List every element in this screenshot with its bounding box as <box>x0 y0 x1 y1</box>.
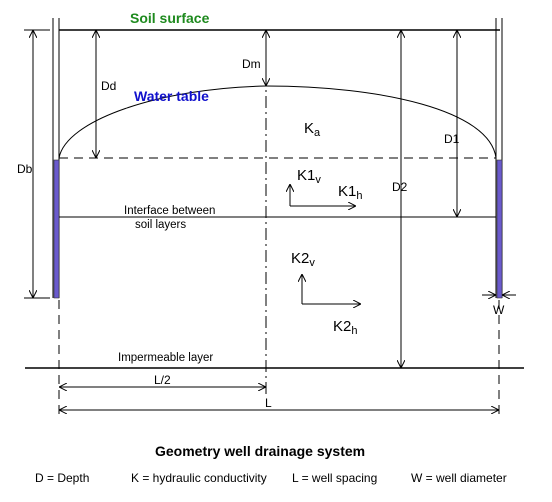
k2h-label: K2h <box>333 318 357 337</box>
w-label: W <box>493 303 505 317</box>
legend-depth: D = Depth <box>35 471 89 485</box>
dm-label: Dm <box>242 57 261 71</box>
right-well <box>495 18 503 299</box>
k1-axes <box>290 185 355 206</box>
left-well <box>52 18 60 299</box>
interface-label-line1: Interface between <box>124 205 215 217</box>
ka-label: Ka <box>304 120 321 139</box>
spacing-label: L <box>265 396 272 410</box>
left-well-screen <box>53 159 60 299</box>
impermeable-layer-label: Impermeable layer <box>118 352 213 364</box>
half-spacing-label: L/2 <box>154 373 171 387</box>
d2-label: D2 <box>392 180 408 194</box>
k1h-label: K1h <box>338 183 362 202</box>
db-label: Db <box>17 162 33 176</box>
soil-surface-label: Soil surface <box>130 10 210 26</box>
interface-label-line2: soil layers <box>135 219 186 231</box>
right-well-screen <box>496 159 503 299</box>
diagram-title: Geometry well drainage system <box>155 443 365 459</box>
k2-axes <box>302 275 360 304</box>
legend-conductivity: K = hydraulic conductivity <box>131 471 267 485</box>
legend-spacing: L = well spacing <box>292 471 377 485</box>
k1v-label: K1v <box>297 167 321 186</box>
k2v-label: K2v <box>291 250 315 269</box>
d1-label: D1 <box>444 132 460 146</box>
water-table-label: Water table <box>134 88 209 104</box>
dd-label: Dd <box>101 79 116 93</box>
water-table-curve <box>58 85 497 159</box>
legend-diameter: W = well diameter <box>411 471 507 485</box>
